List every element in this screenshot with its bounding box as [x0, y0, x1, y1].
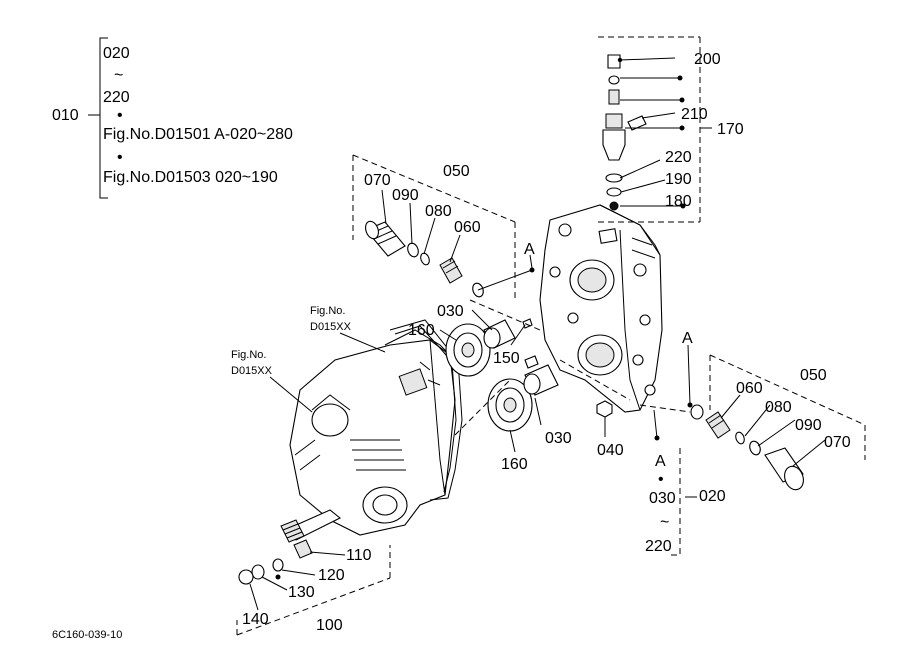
callout-060-left: 060 — [454, 219, 481, 236]
legend-010: 010 020 ~ 220 • Fig.No.D01501 A-020~280 … — [52, 37, 293, 199]
gear-030-160-lower — [487, 364, 559, 432]
callout-tilde-bottom: ~ — [660, 514, 669, 531]
callout-labels: 070 090 080 060 050 A 200 210 170 220 19… — [242, 51, 851, 634]
legend-bullet-2: • — [117, 149, 123, 166]
callout-060-right: 060 — [736, 380, 763, 397]
callout-160-bottom: 160 — [501, 456, 528, 473]
fig-ref-upper-line2: D015XX — [310, 321, 352, 333]
legend-range-end: 220 — [103, 89, 130, 106]
callout-090-right: 090 — [795, 417, 822, 434]
callout-210: 210 — [681, 106, 708, 123]
callout-150: 150 — [493, 350, 520, 367]
callout-070-right: 070 — [824, 434, 851, 451]
legend-ref-2: Fig.No.D01503 020~190 — [103, 169, 278, 186]
callout-030-bottom: 030 — [545, 430, 572, 447]
callout-110: 110 — [346, 547, 372, 564]
callout-070-left: 070 — [364, 172, 391, 189]
legend-range-start: 020 — [103, 45, 130, 62]
callout-160-top: 160 — [408, 322, 435, 339]
callout-220-bottom: 220 — [645, 538, 672, 555]
fig-ref-upper: Fig.No. D015XX — [310, 305, 386, 353]
diagram-id: 6C160-039-10 — [52, 629, 122, 641]
callout-bottom-bullet: • — [658, 471, 664, 488]
legend-tilde: ~ — [114, 67, 123, 84]
callout-200: 200 — [694, 51, 721, 68]
fig-ref-lower-line1: Fig.No. — [231, 349, 266, 361]
callout-190: 190 — [665, 171, 692, 188]
valve-stack-170 — [598, 36, 701, 223]
legend-key-010: 010 — [52, 107, 79, 124]
fig-ref-lower-line2: D015XX — [231, 365, 273, 377]
gear-case-housing — [280, 319, 463, 543]
callout-030-top: 030 — [437, 303, 464, 320]
callout-180: 180 — [665, 193, 692, 210]
plug-040 — [596, 400, 613, 418]
relief-valve-left — [352, 154, 516, 300]
legend-ref-1: Fig.No.D01501 A-020~280 — [103, 126, 293, 143]
callout-050-left: 050 — [443, 163, 470, 180]
pump-housing — [539, 204, 663, 418]
callout-080-left: 080 — [425, 203, 452, 220]
callout-080-right: 080 — [765, 399, 792, 416]
callout-120: 120 — [318, 567, 345, 584]
callout-220: 220 — [665, 149, 692, 166]
bottom-range-bracket — [668, 448, 681, 556]
legend-bracket — [99, 37, 108, 199]
fig-ref-lower: Fig.No. D015XX — [231, 349, 313, 413]
callout-040: 040 — [597, 442, 624, 459]
callout-140: 140 — [242, 611, 269, 628]
callout-130: 130 — [288, 584, 315, 601]
fig-ref-upper-line1: Fig.No. — [310, 305, 345, 317]
output-shaft — [280, 509, 342, 543]
relief-valve-right — [690, 354, 866, 491]
callout-100: 100 — [316, 617, 343, 634]
drain-plug-group-100 — [236, 539, 391, 636]
legend-bullet-1: • — [117, 107, 123, 124]
callout-030-range: 030 — [649, 490, 676, 507]
callout-090-left: 090 — [392, 187, 419, 204]
callout-050-right: 050 — [800, 367, 827, 384]
leader-lines — [249, 57, 826, 611]
callout-a-top: A — [524, 241, 535, 258]
callout-a-right: A — [682, 330, 693, 347]
callout-a-bottom: A — [655, 453, 666, 470]
callout-170: 170 — [717, 121, 744, 138]
gear-030-160-upper — [445, 319, 516, 377]
callout-020: 020 — [699, 488, 726, 505]
